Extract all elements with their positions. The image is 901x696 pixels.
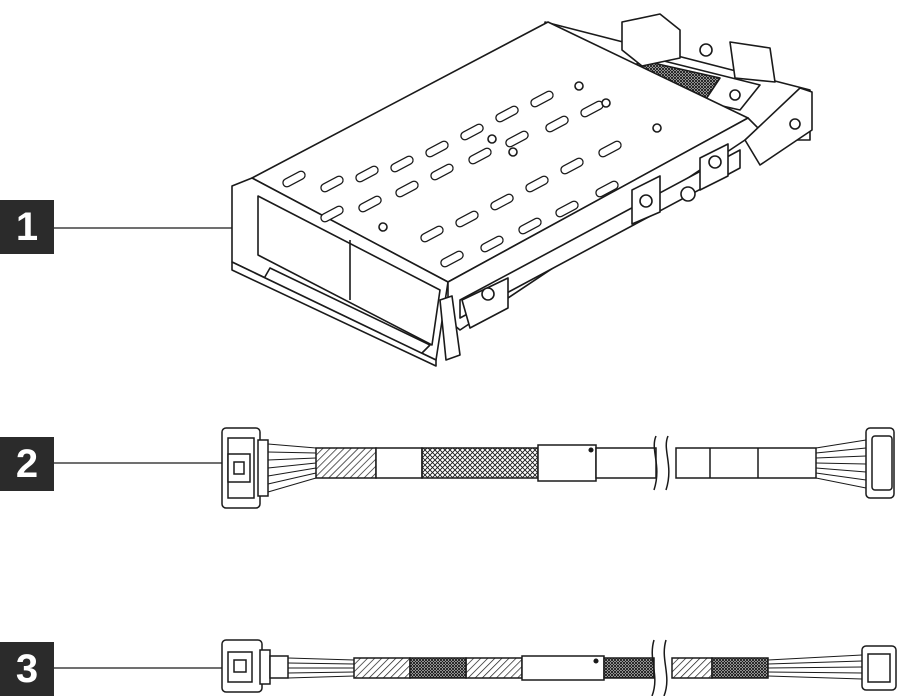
callout-box-1 xyxy=(0,200,54,254)
callout-label-3: 3 xyxy=(15,647,39,691)
callout-label-1: 1 xyxy=(15,205,39,249)
signal-cable-icon xyxy=(221,427,895,509)
callout-box-2 xyxy=(0,437,54,491)
drive-cage-icon xyxy=(231,13,813,367)
power-cable-icon xyxy=(221,639,897,696)
callout-label-2: 2 xyxy=(15,442,39,486)
callout-box-3 xyxy=(0,642,54,696)
